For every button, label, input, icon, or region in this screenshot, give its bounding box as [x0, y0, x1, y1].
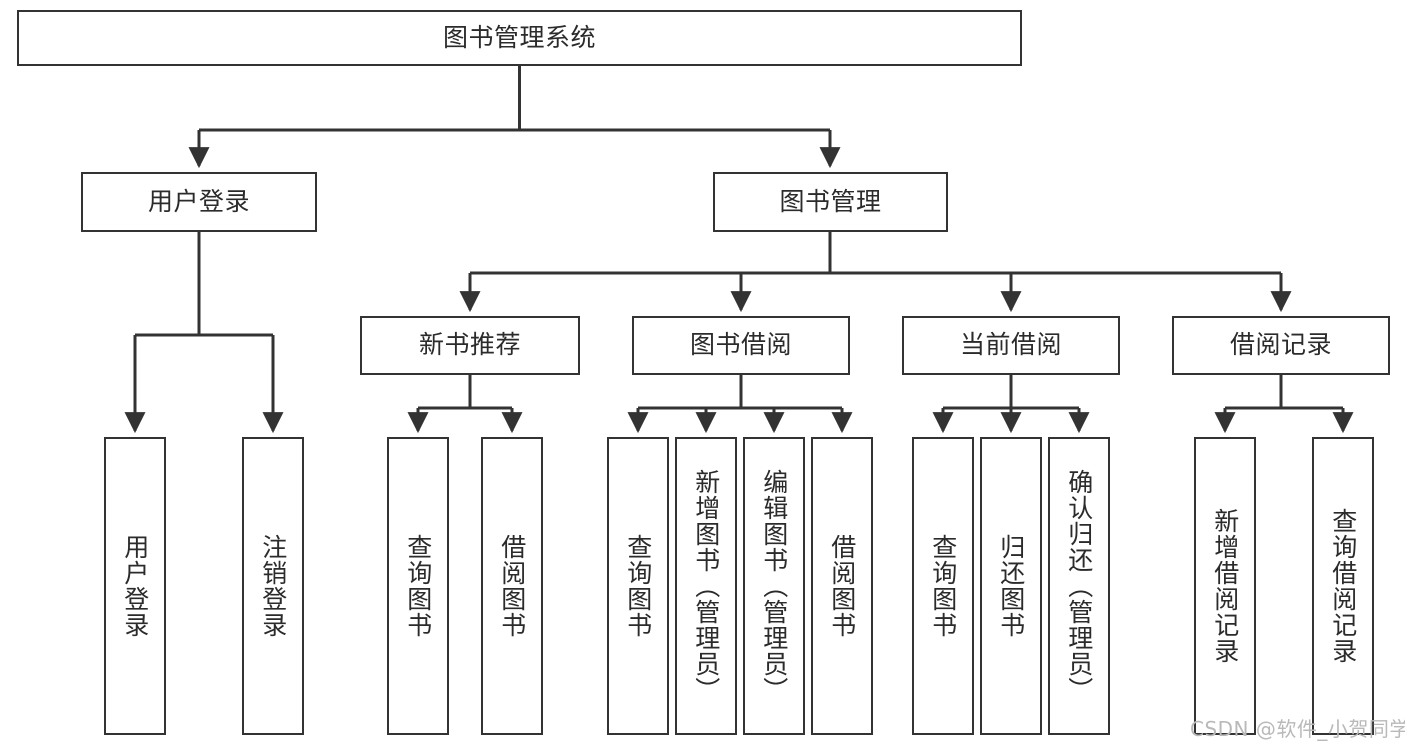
node-root[interactable]: 图书管理系统: [17, 10, 1022, 66]
node-leaf-add-book-label: 新增图书（管理员）: [691, 469, 721, 703]
node-leaf-logout[interactable]: 注销登录: [242, 437, 304, 735]
node-current-borrow-label: 当前借阅: [959, 330, 1062, 360]
node-leaf-query-book-2-label: 查询图书: [623, 534, 653, 638]
node-leaf-add-borrow-record[interactable]: 新增借阅记录: [1194, 437, 1256, 735]
node-leaf-user-login[interactable]: 用户登录: [104, 437, 166, 735]
node-user-login[interactable]: 用户登录: [81, 172, 317, 232]
node-leaf-return-book[interactable]: 归还图书: [980, 437, 1042, 735]
node-root-label: 图书管理系统: [442, 22, 596, 52]
node-leaf-borrow-book-2-label: 借阅图书: [827, 534, 857, 638]
node-leaf-query-book-3-label: 查询图书: [928, 534, 958, 638]
node-leaf-query-borrow-record-label: 查询借阅记录: [1328, 508, 1358, 664]
node-book-management-label: 图书管理: [779, 186, 882, 216]
node-borrow-record-label: 借阅记录: [1229, 330, 1332, 360]
node-book-management[interactable]: 图书管理: [713, 172, 948, 232]
node-leaf-borrow-book-1-label: 借阅图书: [497, 534, 527, 638]
node-leaf-user-login-label: 用户登录: [120, 534, 150, 638]
node-leaf-query-book-3[interactable]: 查询图书: [912, 437, 974, 735]
csdn-watermark: CSDN @软件_小贺同学: [1190, 717, 1405, 741]
node-leaf-edit-book-label: 编辑图书（管理员）: [759, 469, 789, 703]
node-leaf-confirm-return[interactable]: 确认归还（管理员）: [1048, 437, 1110, 735]
node-new-book-recommend[interactable]: 新书推荐: [360, 316, 580, 375]
node-leaf-borrow-book-2[interactable]: 借阅图书: [811, 437, 873, 735]
node-leaf-query-book-1-label: 查询图书: [403, 534, 433, 638]
node-leaf-logout-label: 注销登录: [258, 534, 288, 638]
node-leaf-add-book[interactable]: 新增图书（管理员）: [675, 437, 737, 735]
node-leaf-query-borrow-record[interactable]: 查询借阅记录: [1312, 437, 1374, 735]
node-current-borrow[interactable]: 当前借阅: [902, 316, 1120, 375]
node-leaf-edit-book[interactable]: 编辑图书（管理员）: [743, 437, 805, 735]
node-leaf-confirm-return-label: 确认归还（管理员）: [1064, 469, 1094, 703]
node-leaf-query-book-2[interactable]: 查询图书: [607, 437, 669, 735]
node-leaf-borrow-book-1[interactable]: 借阅图书: [481, 437, 543, 735]
node-user-login-label: 用户登录: [147, 186, 250, 216]
node-leaf-query-book-1[interactable]: 查询图书: [387, 437, 449, 735]
node-leaf-return-book-label: 归还图书: [996, 534, 1026, 638]
node-new-book-recommend-label: 新书推荐: [418, 330, 521, 360]
node-book-borrow-label: 图书借阅: [689, 330, 792, 360]
node-borrow-record[interactable]: 借阅记录: [1172, 316, 1390, 375]
node-book-borrow[interactable]: 图书借阅: [632, 316, 850, 375]
node-leaf-add-borrow-record-label: 新增借阅记录: [1210, 508, 1240, 664]
